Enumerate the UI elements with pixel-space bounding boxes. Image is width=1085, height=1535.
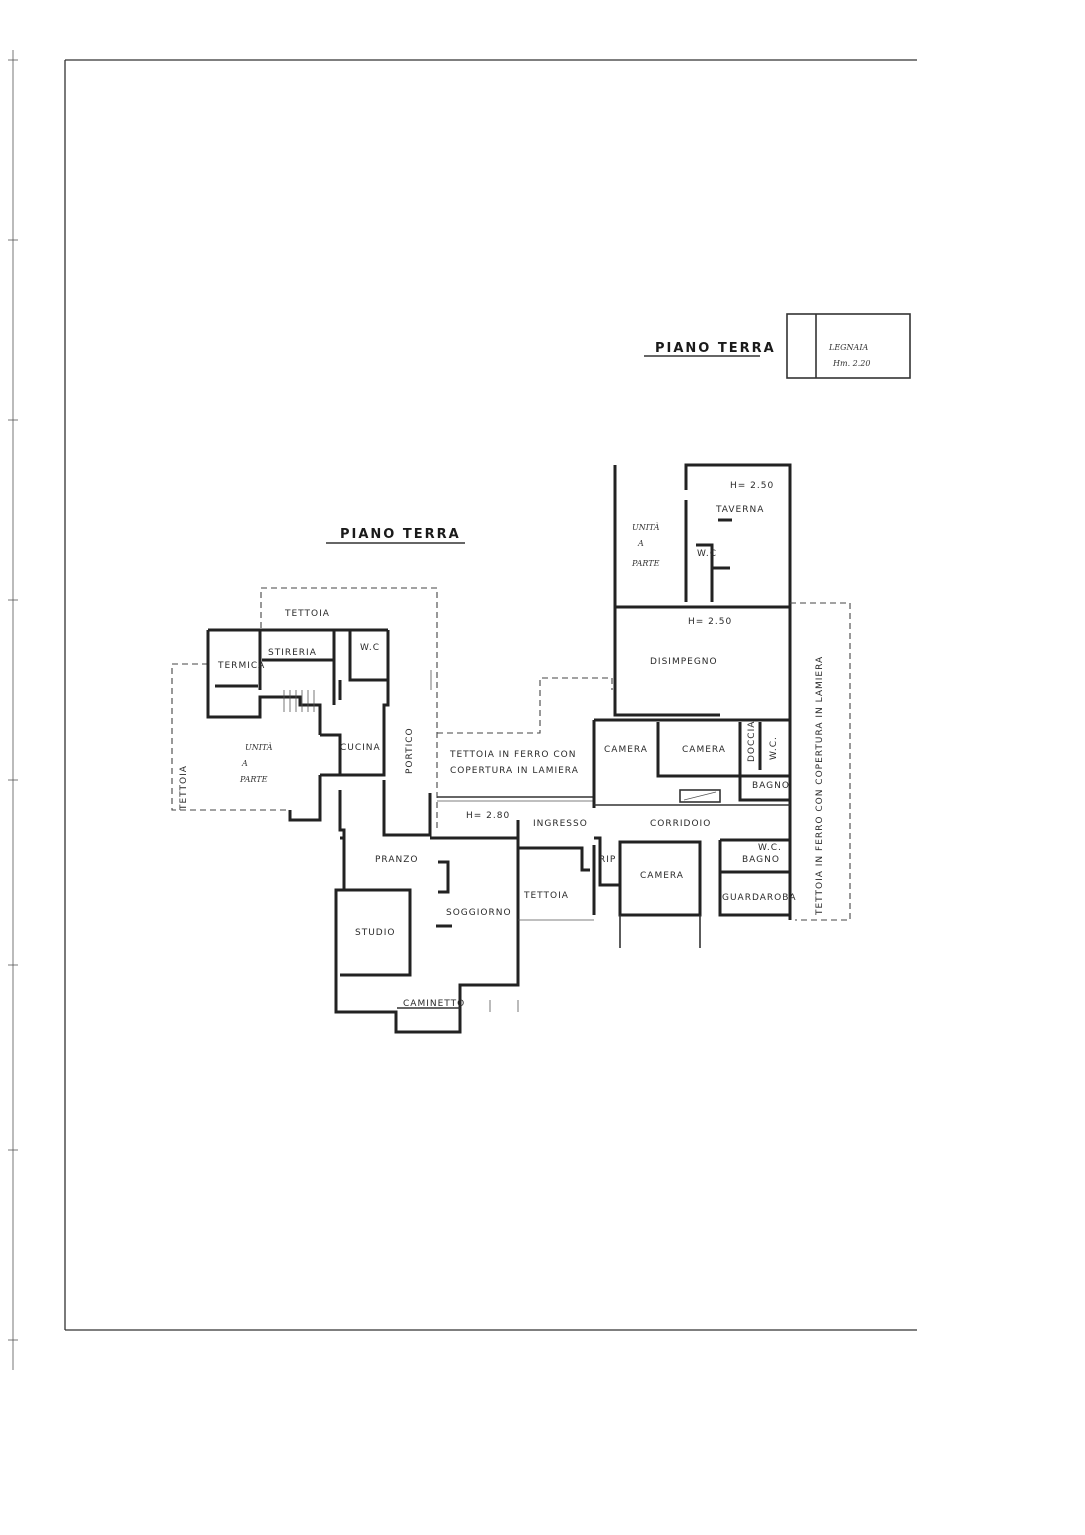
label-h250-disimpegno: H= 2.50 (688, 617, 732, 627)
annex-room-label: LEGNAIA (828, 343, 868, 352)
label-tettoia-top: TETTOIA (284, 609, 330, 619)
label-soggiorno: SOGGIORNO (446, 908, 512, 918)
label-corridoio: CORRIDOIO (650, 819, 711, 829)
label-tettoia-right: TETTOIA IN FERRO CON COPERTURA IN LAMIER… (815, 656, 825, 916)
label-tettoia-mid: TETTOIA (523, 891, 569, 901)
east-wing (592, 463, 851, 948)
main-title: PIANO TERRA (340, 527, 461, 542)
label-wc-right: W.C. (769, 736, 779, 760)
label-camera-3: CAMERA (640, 871, 684, 881)
room-labels: TETTOIA TERMICA STIRERIA W.C UNITÀ A PAR… (179, 481, 825, 1009)
west-wing (171, 587, 438, 840)
label-rip: RIP (599, 855, 616, 865)
label-tettoia-ferro-2: COPERTURA IN LAMIERA (450, 766, 579, 776)
label-h250-taverna: H= 2.50 (730, 481, 774, 491)
label-unita-left-2: A (241, 759, 248, 768)
label-bagno-2: BAGNO (742, 855, 780, 865)
annex-height-label: Hm. 2.20 (832, 359, 870, 368)
label-tettoia-left: TETTOIA (179, 765, 189, 811)
label-studio: STUDIO (355, 928, 395, 938)
label-bagno-1: BAGNO (752, 781, 790, 791)
label-stireria: STIRERIA (268, 648, 317, 658)
label-tettoia-ferro-1: TETTOIA IN FERRO CON (449, 750, 576, 760)
label-unita-left-1: UNITÀ (245, 743, 273, 752)
label-guardaroba: GUARDAROBA (722, 893, 797, 903)
label-wc-bagno-2: W.C. (758, 843, 782, 853)
label-caminetto: CAMINETTO (403, 999, 465, 1009)
label-taverna: TAVERNA (715, 505, 764, 515)
label-doccia: DOCCIA (747, 721, 757, 762)
label-unita-left-3: PARTE (239, 775, 268, 784)
label-pranzo: PRANZO (375, 855, 418, 865)
label-portico: PORTICO (405, 727, 415, 774)
label-disimpegno: DISIMPEGNO (650, 657, 718, 667)
label-wc-left: W.C (360, 643, 380, 653)
annex-legnaia: LEGNAIA Hm. 2.20 (786, 313, 911, 379)
label-ingresso: INGRESSO (533, 819, 588, 829)
sheet-frame (8, 50, 917, 1370)
titles: PIANO TERRA PIANO TERRA (326, 341, 776, 544)
label-h280: H= 2.80 (466, 811, 510, 821)
label-cucina: CUCINA (340, 743, 381, 753)
label-unita-right-1: UNITÀ (632, 523, 660, 532)
label-unita-right-3: PARTE (631, 559, 660, 568)
label-camera-1: CAMERA (604, 745, 648, 755)
label-wc-taverna: W.C (697, 549, 717, 559)
annex-title: PIANO TERRA (655, 341, 776, 356)
label-unita-right-2: A (637, 539, 644, 548)
label-camera-2: CAMERA (682, 745, 726, 755)
label-termica: TERMICA (217, 661, 265, 671)
living-block (334, 677, 613, 1034)
